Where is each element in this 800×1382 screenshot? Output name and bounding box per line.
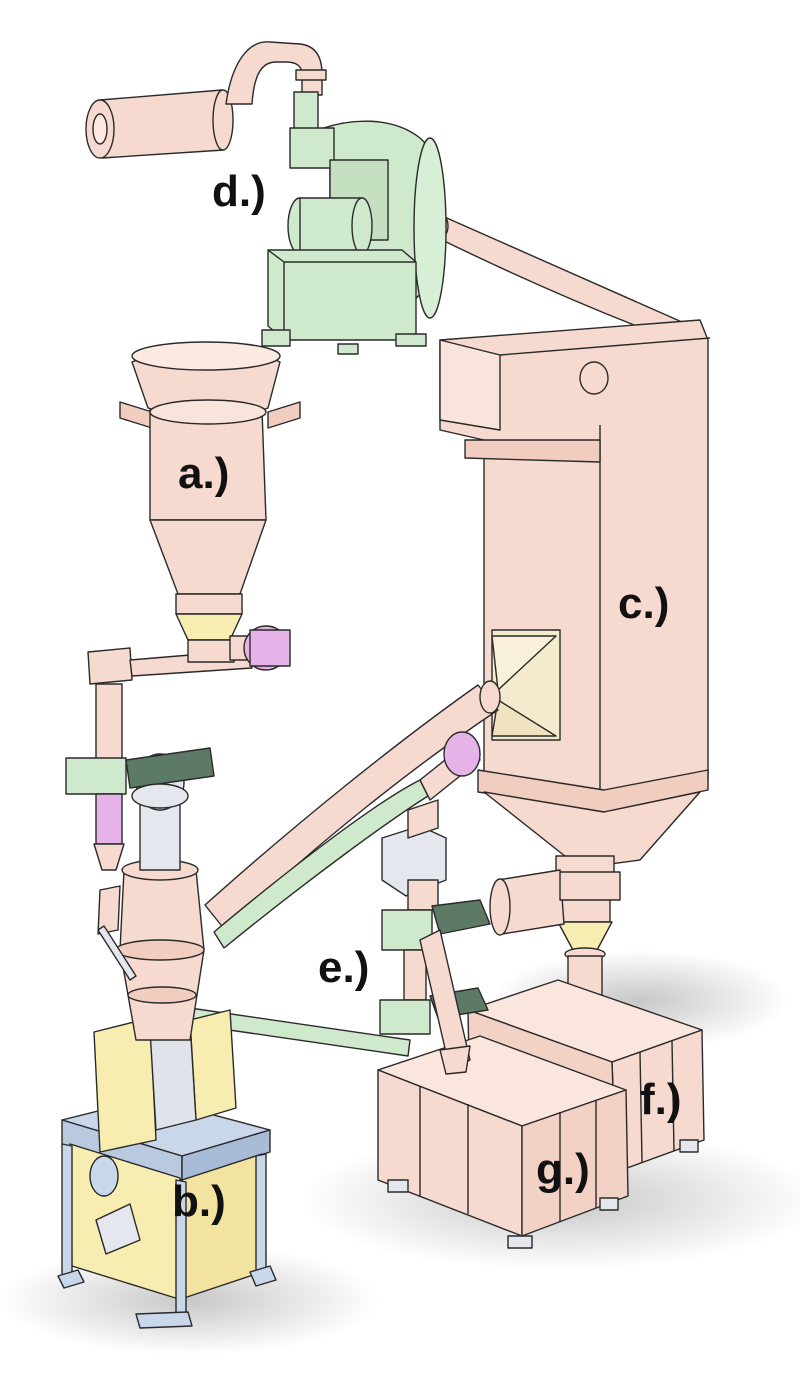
label-a: a.) xyxy=(178,449,230,498)
label-e: e.) xyxy=(318,943,370,992)
mill-motor xyxy=(131,783,189,809)
label-b: b.) xyxy=(172,1177,226,1226)
filter-inlet-box xyxy=(491,629,561,741)
fan-unit xyxy=(261,91,447,355)
label-f: f.) xyxy=(640,1075,682,1124)
exhaust-silencer xyxy=(85,41,327,159)
label-d: d.) xyxy=(212,167,266,216)
side-pipe xyxy=(489,869,621,936)
mill-stand xyxy=(57,1009,277,1329)
feed-hopper xyxy=(119,341,301,671)
return-duct-green xyxy=(187,779,429,1057)
label-c: c.) xyxy=(618,579,670,628)
cyclone-to-filter-duct xyxy=(204,680,501,931)
bin-g xyxy=(377,1035,629,1249)
discharge-unit xyxy=(379,731,491,1075)
label-g: g.) xyxy=(536,1145,590,1194)
